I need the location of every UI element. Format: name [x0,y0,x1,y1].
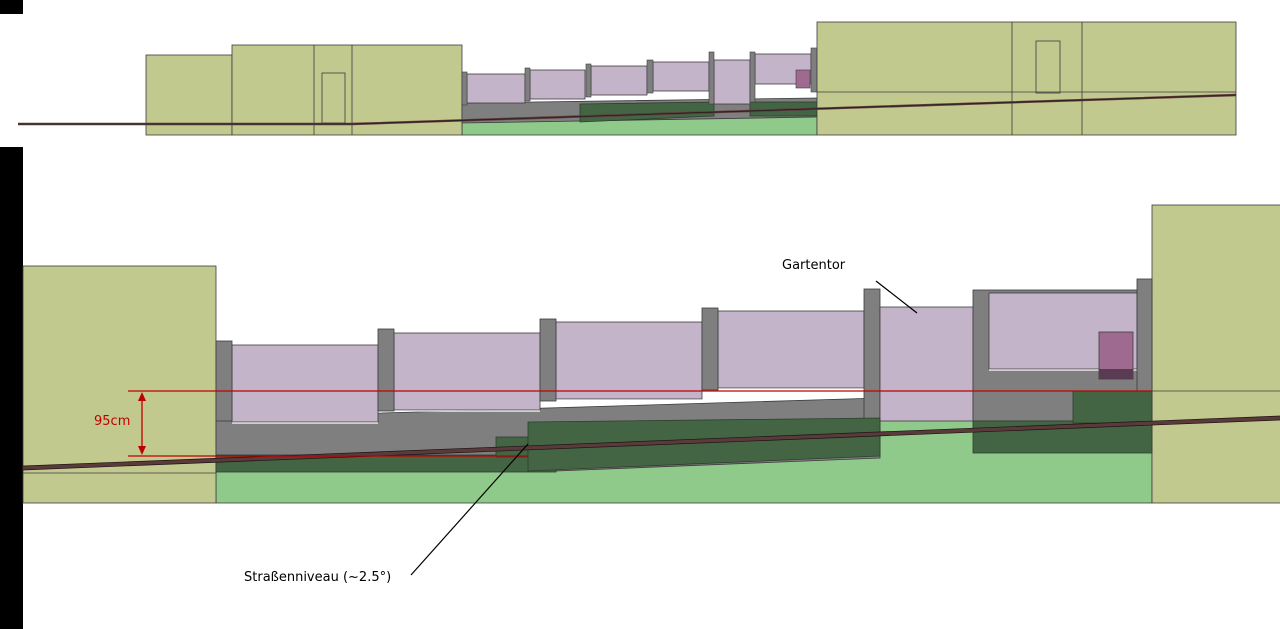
dimension-arrow-head-down [138,446,146,455]
dimension-arrow-head-up [138,392,146,401]
detail-hedge [1072,390,1153,424]
overview-gate [713,59,751,105]
overview-post [461,71,468,106]
street-level-line [22,416,1280,470]
edge-strip-left [0,147,23,629]
overview-post [810,47,818,93]
street-leader-line [410,443,529,576]
overview-fence-panel [590,65,648,96]
detail-fence-panel [393,332,541,411]
overview-fence-panel [466,73,526,104]
detail-post [215,340,233,422]
overview-road-line [18,94,1237,125]
detail-post [863,288,881,422]
street-level-line-edge [22,415,1280,467]
gate-label: Gartentor [782,258,846,273]
detail-building-right [1151,204,1280,504]
detail-elevation: 95cm Gartentor Straßenniveau (~2.5°) [22,204,1280,585]
overview-door [1035,40,1061,94]
overview-post [708,51,715,105]
detail-fence-panel [555,321,703,400]
overview-post [585,63,592,98]
detail-hedge [527,417,881,472]
detail-fence-panel [231,344,379,423]
street-level-line-edge [22,419,1280,471]
overview-elevation [18,21,1237,136]
gate-leader-line [875,280,918,314]
garden-gate [879,306,974,422]
overview-post [749,51,756,103]
street-label: Straßenniveau (~2.5°) [244,570,391,585]
mailbox-shadow [1099,369,1133,379]
overview-mailbox [795,69,811,89]
overview-building-right [816,21,1237,136]
overview-building-left-2 [231,44,463,136]
overview-fence-panel [652,61,710,92]
detail-post [377,328,395,412]
detail-post [701,307,719,391]
detail-post [1136,278,1153,392]
detail-post [539,318,557,402]
overview-fence-panel [529,69,586,100]
edge-strip-top [0,0,23,14]
overview-building-left-1 [145,54,233,136]
overview-post [524,67,531,102]
detail-fence-panel [717,310,865,389]
overview-post [646,59,654,94]
dimension-label: 95cm [94,414,130,429]
